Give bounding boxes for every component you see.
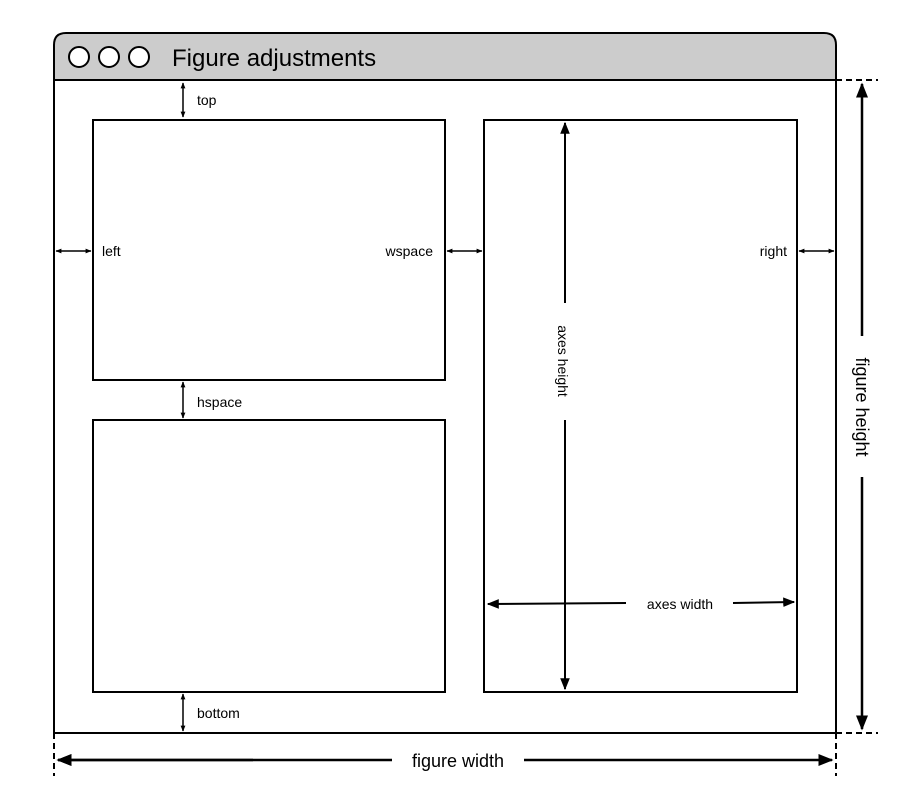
bottom-label: bottom	[197, 705, 240, 721]
axes-right	[483, 119, 798, 693]
title-bar	[53, 32, 837, 81]
hspace-label: hspace	[197, 394, 242, 410]
window-button-minimize-icon[interactable]	[98, 46, 120, 68]
axes-bottom-left	[92, 419, 446, 693]
figure-width-label: figure width	[412, 751, 504, 771]
window-button-maximize-icon[interactable]	[128, 46, 150, 68]
left-label: left	[102, 243, 121, 259]
wspace-label: wspace	[385, 243, 434, 259]
axes-width-arrow-right	[732, 597, 796, 607]
axes-height-label: axes height	[555, 325, 571, 397]
axes-width-arrow-left	[486, 599, 627, 609]
axes-top-left	[92, 119, 446, 381]
window-title: Figure adjustments	[172, 45, 376, 72]
figure-height-label: figure height	[852, 357, 872, 456]
axes-width-label: axes width	[647, 596, 713, 612]
top-label: top	[197, 92, 217, 108]
window-button-close-icon[interactable]	[68, 46, 90, 68]
right-label: right	[760, 243, 787, 259]
